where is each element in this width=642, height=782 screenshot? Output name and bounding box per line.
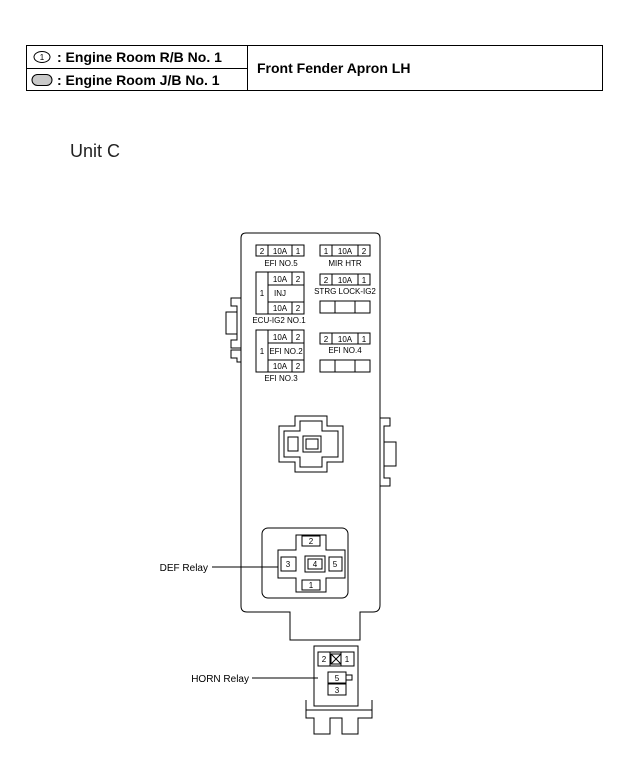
fuse-efi-no5-pin-left: 2	[260, 247, 265, 256]
fuse-group-inj-ecu-ig2	[255, 271, 305, 315]
empty-fuse-slot-1	[319, 300, 371, 314]
def-relay-pin-3	[280, 556, 297, 572]
empty-relay-socket	[278, 415, 344, 473]
def-relay-pin-4-label: 4	[313, 560, 318, 569]
location-label: Front Fender Apron LH	[257, 60, 411, 76]
legend-row-junction-block: : Engine Room J/B No. 1	[27, 69, 247, 91]
fuse-efi-no5-pin-right: 1	[296, 247, 301, 256]
right-clip-tab	[383, 441, 397, 467]
fuse-inj-pin: 2	[296, 275, 301, 284]
fuse-inj-amp: 10A	[273, 275, 288, 284]
fuse-strg-lock-ig2	[319, 273, 371, 286]
fuse-strg-lock-pin-left: 2	[324, 276, 329, 285]
horn-relay-pin-b-label: 1	[345, 655, 350, 664]
left-clip-upper	[230, 297, 241, 349]
fuse-mir-htr-pin-right: 2	[362, 247, 367, 256]
fuse-inj-name: INJ	[274, 289, 286, 298]
def-relay-pin-4	[304, 555, 326, 573]
horn-relay-housing	[313, 645, 359, 707]
fuse-efi-no2-pin: 2	[296, 333, 301, 342]
unit-title: Unit C	[70, 141, 121, 161]
legend-row-relay-block: 1 : Engine Room R/B No. 1	[27, 46, 247, 69]
def-relay-pin-5-label: 5	[333, 560, 338, 569]
fuse-mir-htr-pin-left: 1	[324, 247, 329, 256]
fuse-efi-no4-name: EFI NO.4	[328, 346, 362, 355]
circled-one-number: 1	[40, 53, 45, 62]
legend-header-table: 1 : Engine Room R/B No. 1 : Engine Room …	[26, 45, 603, 91]
fuse-efi-no2-amp: 10A	[273, 333, 288, 342]
fuse-mir-htr-amp: 10A	[338, 247, 353, 256]
fuse-strg-lock-pin-right: 1	[362, 276, 367, 285]
fuse-efi-group-common-pin: 1	[260, 347, 265, 356]
fuse-efi-no4-pin-left: 2	[324, 335, 329, 344]
horn-relay-label: HORN Relay	[191, 674, 249, 685]
fuse-strg-lock-name: STRG LOCK-IG2	[314, 287, 376, 296]
def-relay-label: DEF Relay	[160, 563, 208, 574]
fuse-efi-no3-pin: 2	[296, 362, 301, 371]
fuse-efi-no4	[319, 332, 371, 345]
horn-relay-pin-c-label: 5	[335, 674, 340, 683]
horn-relay-bracket	[305, 700, 373, 735]
left-clip-lower	[230, 349, 241, 363]
horn-relay-pin-a-label: 2	[322, 655, 327, 664]
housing-outline	[240, 232, 381, 641]
fuse-efi-no3-name: EFI NO.3	[264, 374, 298, 383]
fuse-efi-no2-name: EFI NO.2	[269, 347, 303, 356]
fuse-mir-htr	[319, 244, 371, 257]
def-relay-pin-2	[301, 535, 321, 547]
fuse-ecu-ig2-name: ECU-IG2 NO.1	[252, 316, 306, 325]
fuse-efi-no5	[255, 244, 305, 257]
empty-fuse-slot-2	[319, 359, 371, 373]
fuse-efi-no4-amp: 10A	[338, 335, 353, 344]
fuse-group-efi-no2-no3	[255, 329, 305, 373]
fuse-inj-common-pin: 1	[260, 289, 265, 298]
def-relay-housing	[261, 527, 349, 599]
legend-junction-block-label: : Engine Room J/B No. 1	[57, 72, 220, 88]
horn-relay-pin-3	[327, 683, 347, 696]
def-relay-pin-2-label: 2	[309, 537, 314, 546]
left-clip-upper-tab	[225, 311, 238, 335]
header-divider	[247, 46, 248, 90]
fuse-efi-no4-pin-right: 1	[362, 335, 367, 344]
fuse-strg-lock-amp: 10A	[338, 276, 353, 285]
fuse-ecu-ig2-amp: 10A	[273, 304, 288, 313]
def-relay-pin-1-label: 1	[309, 581, 314, 590]
circled-one-icon: 1	[27, 50, 57, 64]
legend-relay-block-label: : Engine Room R/B No. 1	[57, 49, 222, 65]
def-relay-socket	[277, 534, 346, 593]
def-relay-pin-1	[301, 579, 321, 591]
def-relay-pin-3-label: 3	[286, 560, 291, 569]
def-relay-pin-5	[328, 556, 343, 572]
horn-relay-pin-d-label: 3	[335, 686, 340, 695]
fuse-efi-no5-name: EFI NO.5	[264, 259, 298, 268]
fuse-ecu-ig2-pin: 2	[296, 304, 301, 313]
fuse-efi-no5-amp: 10A	[273, 247, 288, 256]
fuse-efi-no3-amp: 10A	[273, 362, 288, 371]
shaded-oval-icon	[27, 73, 57, 87]
right-clip	[380, 417, 391, 487]
fuse-mir-htr-name: MIR HTR	[328, 259, 362, 268]
